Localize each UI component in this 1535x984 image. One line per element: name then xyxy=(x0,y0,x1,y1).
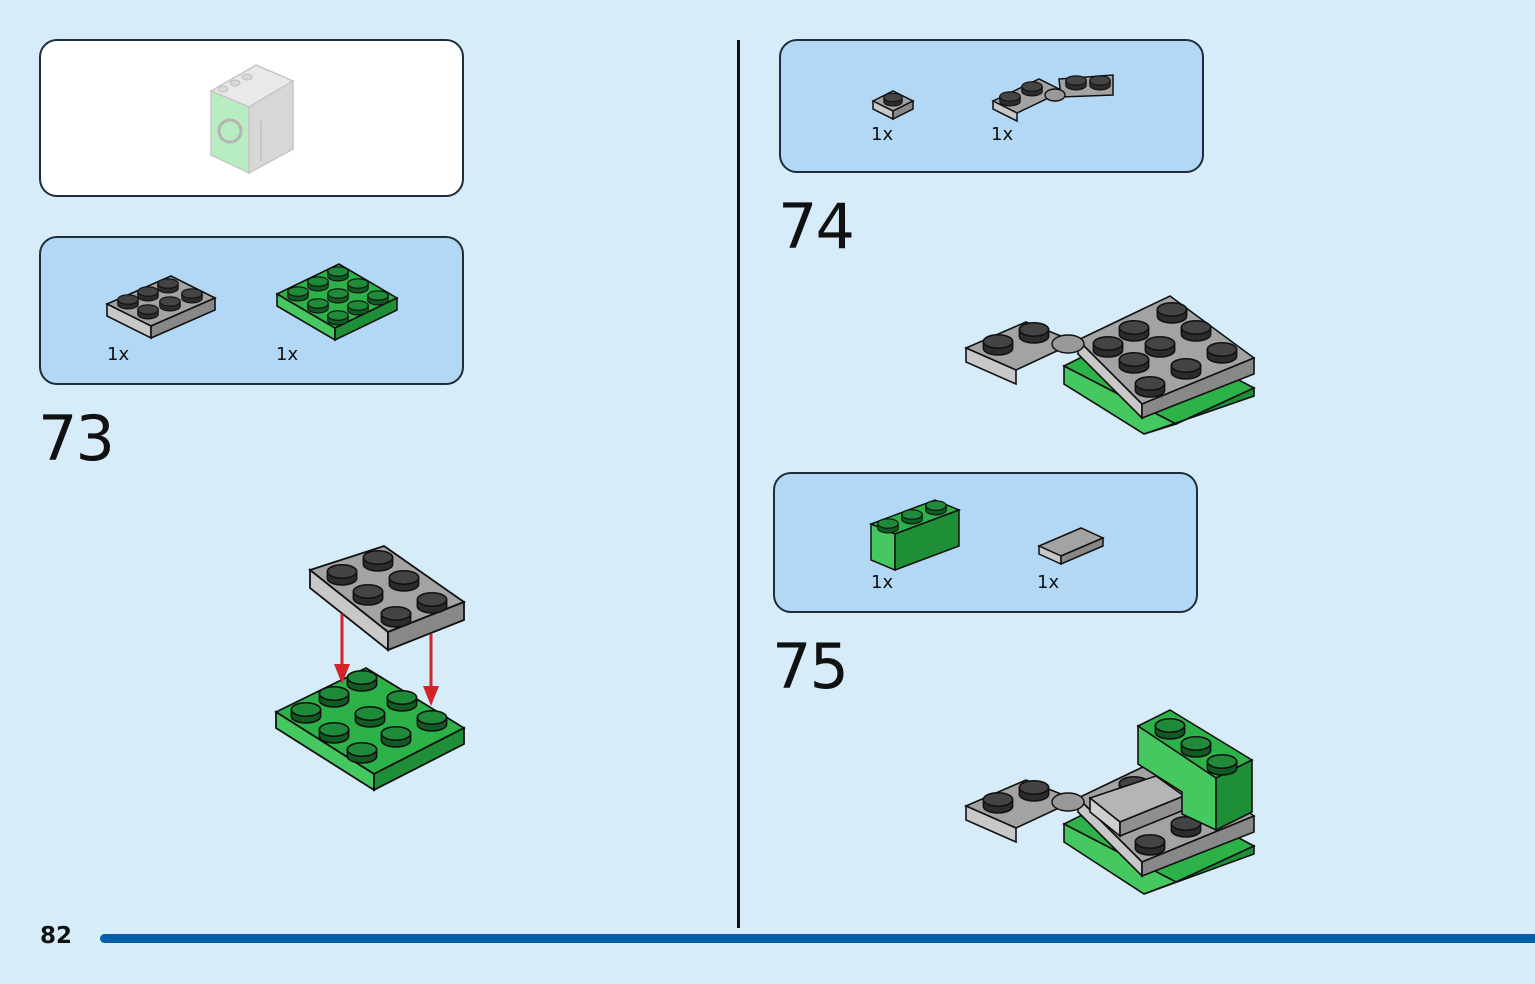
parts-panel-step-73: 1x 1x xyxy=(39,236,464,385)
part-grey-plate-2x3 xyxy=(105,275,217,340)
part-green-plate-3x3 xyxy=(275,263,399,342)
step-73-build-image xyxy=(274,545,466,792)
part-qty-label: 1x xyxy=(871,572,894,593)
part-grey-tile-1x2 xyxy=(1037,527,1105,566)
part-grey-hinge-plate xyxy=(991,74,1114,123)
part-qty-label: 1x xyxy=(107,344,130,365)
part-qty-label: 1x xyxy=(276,344,299,365)
step-number-73: 73 xyxy=(38,402,115,475)
step-74-build-image xyxy=(964,295,1256,435)
overview-model-image xyxy=(209,64,295,175)
part-qty-label: 1x xyxy=(991,124,1014,145)
parts-panel-step-75: 1x 1x xyxy=(773,472,1198,613)
step-75-build-image xyxy=(964,709,1256,895)
page-divider xyxy=(737,40,740,928)
part-qty-label: 1x xyxy=(1037,572,1060,593)
page-number: 82 xyxy=(40,923,73,949)
part-grey-plate-1x1 xyxy=(871,90,915,121)
footer-bar xyxy=(100,934,1535,943)
parts-panel-step-74: 1x 1x xyxy=(779,39,1204,173)
part-green-brick-1x3 xyxy=(868,499,962,572)
step-number-74: 74 xyxy=(778,190,855,263)
part-qty-label: 1x xyxy=(871,124,894,145)
step-number-75: 75 xyxy=(772,630,849,703)
overview-panel xyxy=(39,39,464,197)
